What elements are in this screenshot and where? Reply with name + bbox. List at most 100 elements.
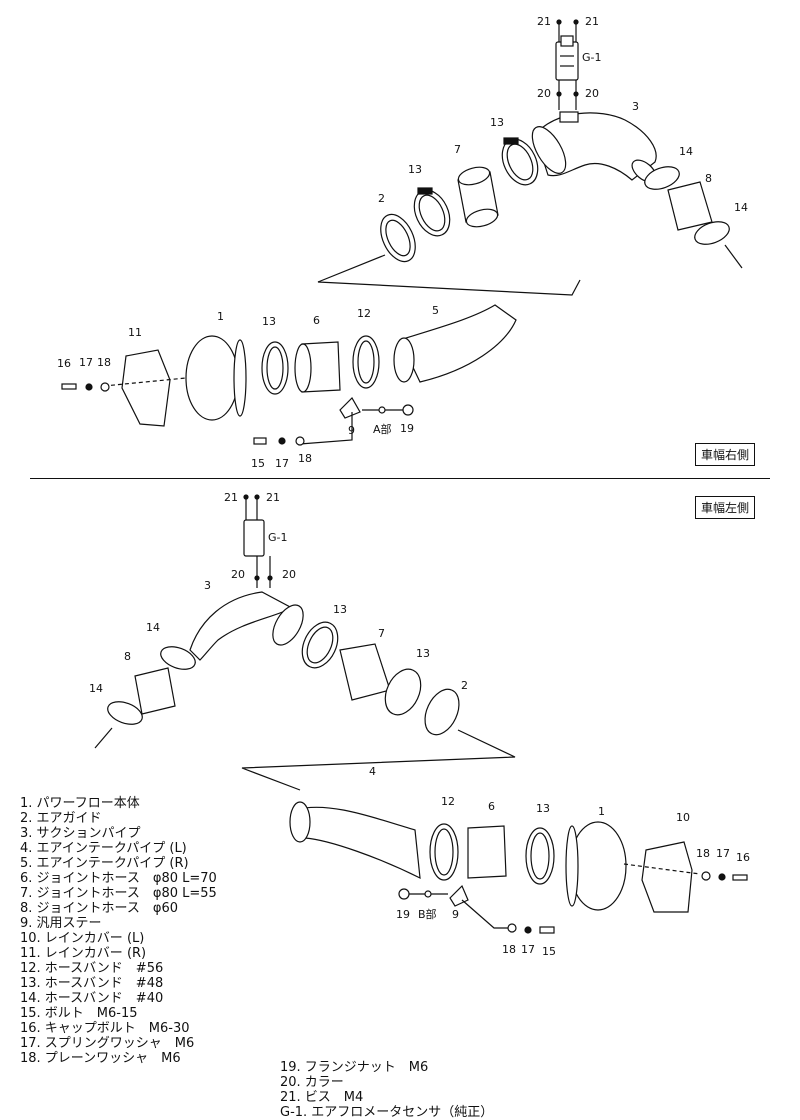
legend-item: 2. エアガイド <box>20 811 102 826</box>
power-flow-1 <box>185 335 247 421</box>
label-1: 1 <box>598 805 605 818</box>
air-guide-2-upper <box>380 213 416 263</box>
legend-item: 10. レインカバー (L) <box>20 931 145 946</box>
label-17: 17 <box>521 943 535 956</box>
legend-item: 3. サクションパイプ <box>20 826 141 841</box>
section-divider <box>30 478 770 479</box>
label-17: 17 <box>275 457 289 470</box>
suction-pipe-part-lower <box>189 591 294 661</box>
side-tag-left: 車幅左側 <box>695 496 756 519</box>
label-13: 13 <box>490 116 504 129</box>
legend-item: 14. ホースバンド #40 <box>20 991 164 1006</box>
label-12: 12 <box>357 307 371 320</box>
hose-band-13-left <box>413 187 451 237</box>
side-tag-right: 車幅右側 <box>695 443 756 466</box>
hose-band-12-upper <box>352 335 380 389</box>
stay-9-upper <box>339 397 361 419</box>
label-18: 18 <box>502 943 516 956</box>
label-g1: G-1 <box>268 531 288 544</box>
label-17: 17 <box>79 356 93 369</box>
legend-item: 7. ジョイントホース φ80 L=55 <box>20 886 217 901</box>
intake-pipe-4 <box>294 806 421 880</box>
joint-hose-6-lower <box>467 825 507 879</box>
label-13: 13 <box>536 802 550 815</box>
label-16: 16 <box>57 357 71 370</box>
label-14: 14 <box>89 682 103 695</box>
legend-item: 19. フランジナット M6 <box>280 1060 429 1075</box>
air-guide-2-lower <box>424 688 460 736</box>
legend-item: 6. ジョイントホース φ80 L=70 <box>20 871 217 886</box>
parts-legend-left: 1. パワーフロー本体 2. エアガイド 3. サクションパイプ 4. エアイン… <box>20 796 217 1066</box>
label-7: 7 <box>378 627 385 640</box>
label-18: 18 <box>97 356 111 369</box>
label-3: 3 <box>204 579 211 592</box>
label-3: 3 <box>632 100 639 113</box>
label-b-bu: B部 <box>418 908 437 921</box>
label-8: 8 <box>124 650 131 663</box>
legend-item: 17. スプリングワッシャ M6 <box>20 1036 195 1051</box>
label-20: 20 <box>282 568 296 581</box>
legend-item: 4. エアインテークパイプ (L) <box>20 841 187 856</box>
legend-item: 21. ビス M4 <box>280 1090 364 1105</box>
label-20: 20 <box>231 568 245 581</box>
legend-item: 9. 汎用ステー <box>20 916 102 931</box>
hose-band-13-upper <box>501 137 539 186</box>
label-8: 8 <box>705 172 712 185</box>
parts-legend-right: 19. フランジナット M6 20. カラー 21. ビス M4 G-1. エア… <box>280 1060 493 1120</box>
label-21: 21 <box>585 15 599 28</box>
label-4: 4 <box>369 765 376 778</box>
joint-hose-7-lower <box>339 643 391 701</box>
legend-item: 1. パワーフロー本体 <box>20 796 140 811</box>
label-9: 9 <box>348 424 355 437</box>
label-2: 2 <box>378 192 385 205</box>
label-18: 18 <box>298 452 312 465</box>
label-14: 14 <box>146 621 160 634</box>
label-g1: G-1 <box>582 51 602 64</box>
label-6: 6 <box>313 314 320 327</box>
label-15: 15 <box>251 457 265 470</box>
legend-item: 12. ホースバンド #56 <box>20 961 164 976</box>
rain-cover-11 <box>121 349 171 427</box>
legend-item: 18. プレーンワッシャ M6 <box>20 1051 181 1066</box>
joint-hose-7-upper <box>457 166 499 228</box>
label-a-bu: A部 <box>373 423 392 436</box>
label-17: 17 <box>716 847 730 860</box>
legend-item: G-1. エアフロメータセンサ（純正） <box>280 1105 494 1120</box>
label-6: 6 <box>488 800 495 813</box>
label-20: 20 <box>585 87 599 100</box>
label-20: 20 <box>537 87 551 100</box>
airflow-sensor-part <box>555 19 579 110</box>
intake-pipe-5 <box>399 304 517 383</box>
bottom-assembly-lower <box>289 801 748 934</box>
label-21: 21 <box>537 15 551 28</box>
label-10: 10 <box>676 811 690 824</box>
legend-item: 5. エアインテークパイプ (R) <box>20 856 189 871</box>
legend-item: 16. キャップボルト M6-30 <box>20 1021 190 1036</box>
label-13: 13 <box>408 163 422 176</box>
legend-item: 11. レインカバー (R) <box>20 946 147 961</box>
label-18: 18 <box>696 847 710 860</box>
label-14: 14 <box>679 145 693 158</box>
label-11: 11 <box>128 326 142 339</box>
label-9: 9 <box>452 908 459 921</box>
label-21: 21 <box>224 491 238 504</box>
bottom-assembly-upper <box>94 494 516 791</box>
hose-band-13-lower <box>261 341 289 395</box>
label-16: 16 <box>736 851 750 864</box>
joint-hose-8-lower <box>134 667 176 715</box>
label-19: 19 <box>400 422 414 435</box>
label-1: 1 <box>217 310 224 323</box>
top-assembly-upper <box>317 19 743 296</box>
legend-item: 20. カラー <box>280 1075 344 1090</box>
label-21: 21 <box>266 491 280 504</box>
suction-pipe-part <box>531 111 657 183</box>
label-13: 13 <box>416 647 430 660</box>
joint-hose-8-upper <box>667 181 713 231</box>
label-5: 5 <box>432 304 439 317</box>
legend-item: 8. ジョイントホース φ60 <box>20 901 179 916</box>
hose-band-14-a <box>644 166 680 190</box>
label-14: 14 <box>734 201 748 214</box>
label-13: 13 <box>333 603 347 616</box>
rain-cover-10 <box>641 841 693 913</box>
